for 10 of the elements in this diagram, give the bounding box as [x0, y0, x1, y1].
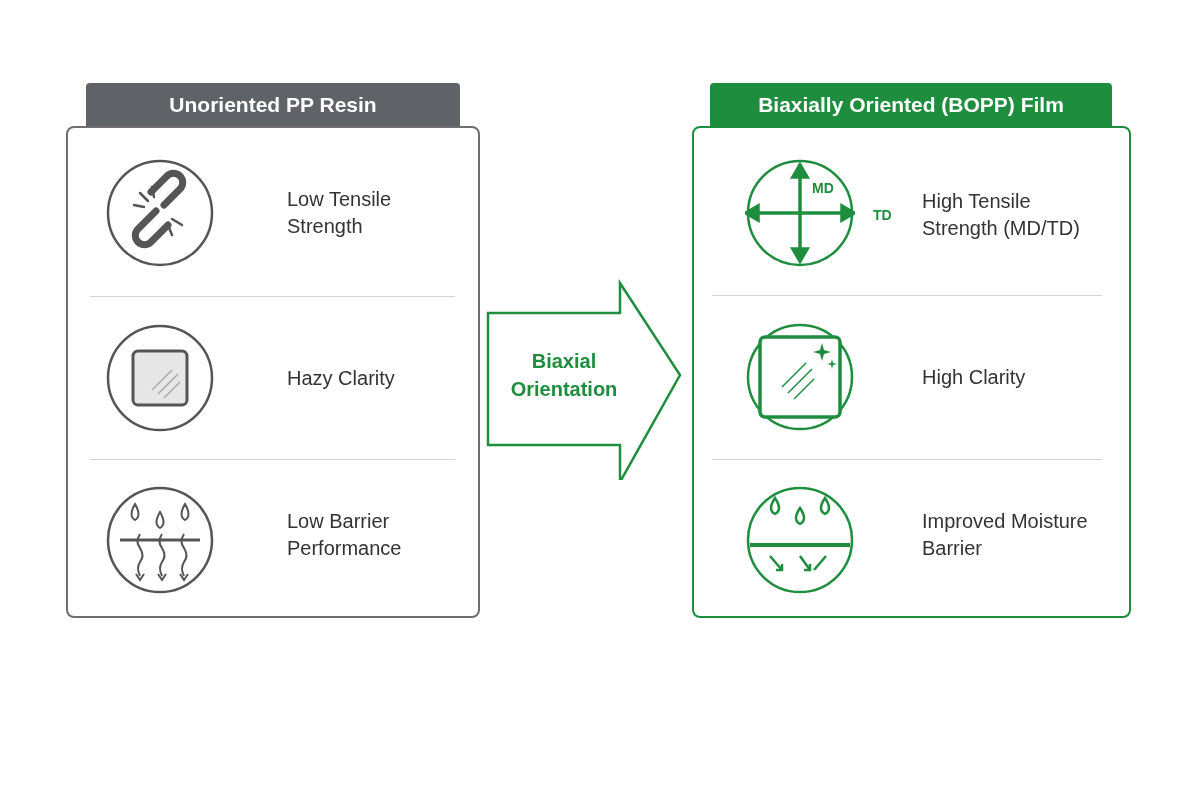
- panel-header: Unoriented PP Resin: [86, 83, 460, 126]
- property-text: Low Tensile Strength: [287, 187, 393, 239]
- property-text: Low Barrier Performance: [287, 509, 403, 561]
- property-text: High Tensile Strength (MD/TD): [922, 189, 1081, 241]
- axis-label: TD: [873, 205, 892, 225]
- axis-label: MD: [812, 178, 834, 198]
- panel-header: Biaxially Oriented (BOPP) Film: [710, 83, 1112, 126]
- property-text: High Clarity: [922, 364, 1027, 390]
- property-text: Improved Moisture Barrier: [922, 509, 1089, 561]
- property-text: Hazy Clarity: [287, 365, 396, 391]
